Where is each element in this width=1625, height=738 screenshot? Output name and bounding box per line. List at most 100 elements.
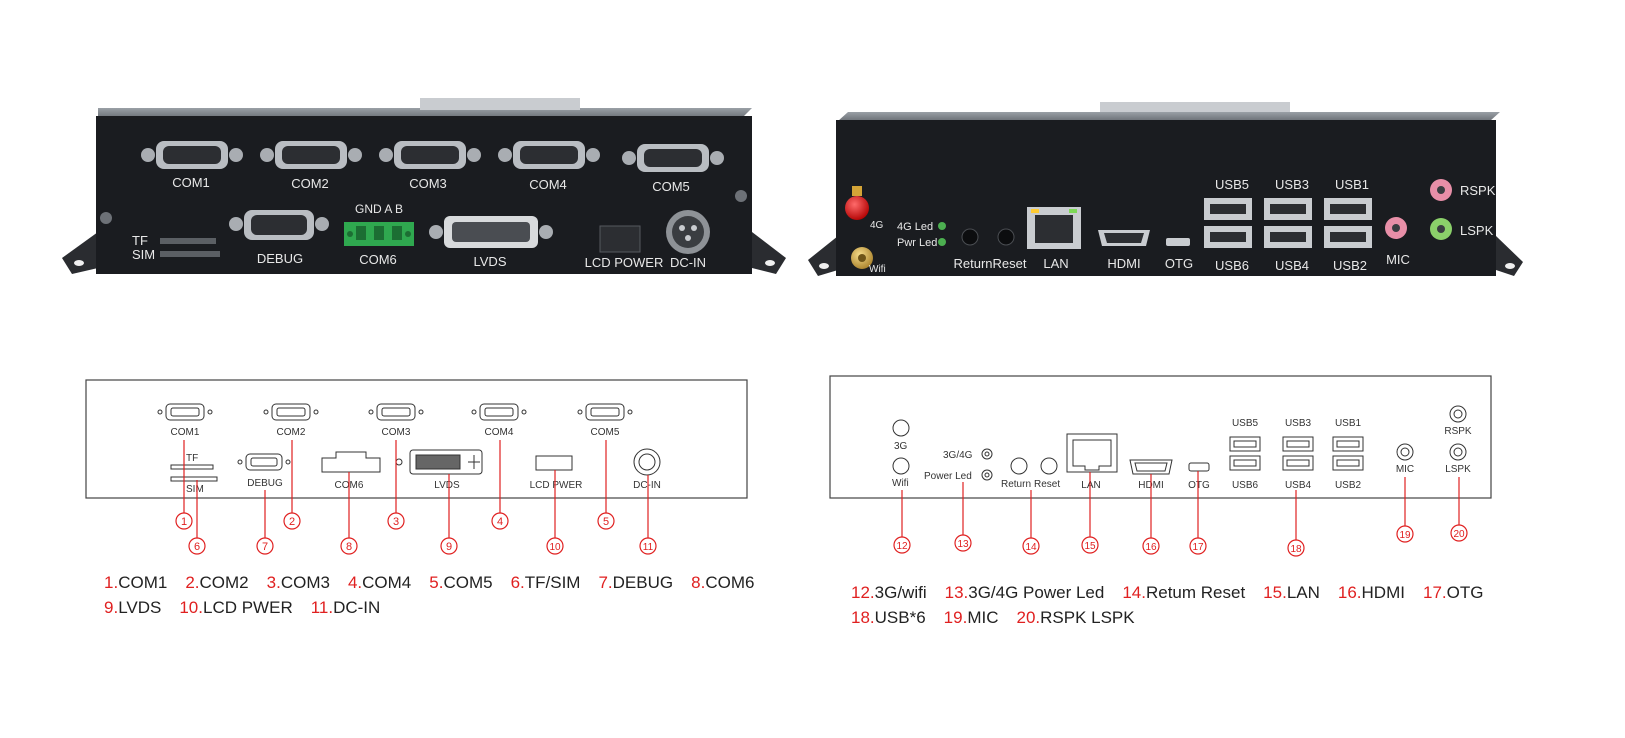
photo-lspk-label: LSPK <box>1460 223 1494 238</box>
legend-item-number: 8. <box>691 573 706 592</box>
dgm-power-led-label: Power Led <box>924 471 972 482</box>
callout-8-circle <box>340 537 358 555</box>
legend-item-number: 7. <box>598 573 613 592</box>
front-bracket-hole-left <box>74 260 84 266</box>
dgm-usb-block <box>1229 436 1364 471</box>
legend-item: 1.COM1 <box>104 573 167 593</box>
photo-4g-led <box>938 222 946 230</box>
photo-usb5-label: USB5 <box>1215 177 1249 192</box>
callout-1-num: 1 <box>181 516 187 528</box>
legend-item-label: 3G/wifi <box>874 583 927 602</box>
legend-item: 20.RSPK LSPK <box>1016 608 1134 628</box>
photo-debug-label: DEBUG <box>257 251 303 266</box>
callout-12-circle <box>893 536 911 554</box>
photo-debug-port <box>229 210 329 240</box>
photo-com2-label: COM2 <box>291 176 329 191</box>
callout-5-num: 5 <box>603 516 609 528</box>
photo-otg-label: OTG <box>1165 256 1193 271</box>
back-callout-numbers: 12 13 14 15 16 17 18 19 20 <box>896 529 1465 555</box>
photo-wifi-antenna <box>851 247 873 269</box>
dgm-tf-label: TF <box>186 453 198 464</box>
legend-item: 4.COM4 <box>348 573 411 593</box>
callout-17-num: 17 <box>1192 542 1204 553</box>
dgm-mic-label: MIC <box>1396 464 1414 475</box>
photo-com4-port <box>498 141 600 169</box>
ground-screw <box>735 190 747 202</box>
legend-item-number: 5. <box>429 573 444 592</box>
callout-20-circle <box>1450 524 1468 542</box>
photo-lan-port <box>1027 207 1081 249</box>
dgm-debug-port <box>237 453 291 471</box>
legend-item-number: 6. <box>510 573 525 592</box>
dgm-return-button <box>1010 457 1028 475</box>
legend-item: 8.COM6 <box>691 573 754 593</box>
photo-otg-port <box>1166 238 1190 246</box>
callout-7-num: 7 <box>262 541 268 553</box>
legend-item-label: COM6 <box>705 573 755 592</box>
photo-tf-slot <box>160 238 216 244</box>
dgm-3g-antenna <box>892 419 910 437</box>
photo-rspk-label: RSPK <box>1460 183 1496 198</box>
photo-com1-port <box>141 141 243 169</box>
photo-lcd-power-port <box>599 225 641 253</box>
legend-item: 3.COM3 <box>267 573 330 593</box>
dgm-lvds-label: LVDS <box>434 480 460 491</box>
legend-item-label: Retum Reset <box>1145 583 1246 602</box>
photo-usb-block <box>1204 198 1372 248</box>
legend-item: 10.LCD PWER <box>179 598 292 618</box>
callout-1-circle <box>175 512 193 530</box>
photo-com5-port <box>622 144 724 172</box>
back-bracket-hole-right <box>1505 263 1515 269</box>
callout-10-num: 10 <box>549 542 561 553</box>
front-diagram-outline <box>85 379 748 499</box>
legend-item-number: 20. <box>1016 608 1041 627</box>
photo-com5-label: COM5 <box>652 179 690 194</box>
legend-item-number: 9. <box>104 598 119 617</box>
photo-lspk-jack-hole <box>1437 225 1445 233</box>
callout-11-circle <box>639 537 657 555</box>
callout-14-num: 14 <box>1025 542 1037 553</box>
back-chassis-face <box>836 120 1496 276</box>
back-chassis-top <box>838 112 1500 121</box>
photo-hdmi-port <box>1098 230 1150 246</box>
photo-lan-label: LAN <box>1043 256 1068 271</box>
legend-item-number: 18. <box>851 608 875 627</box>
dgm-lspk-label: LSPK <box>1445 464 1471 475</box>
dgm-power-led <box>981 469 993 481</box>
legend-item-label: COM2 <box>199 573 249 592</box>
front-panel-photo: COM1 COM2 COM3 COM4 COM5 TF SIM DEBUG GN… <box>62 98 786 274</box>
dgm-mic-jack <box>1396 443 1414 461</box>
legend-item: 17.OTG <box>1423 583 1483 603</box>
photo-4g-label: 4G <box>870 220 884 231</box>
legend-item: 5.COM5 <box>429 573 492 593</box>
dgm-com2-label: COM2 <box>277 427 306 438</box>
photo-dc-in-port <box>666 210 710 254</box>
legend-item-number: 4. <box>347 573 363 592</box>
dgm-lspk-jack <box>1449 443 1467 461</box>
legend-item-number: 1. <box>104 573 119 592</box>
callout-12-num: 12 <box>896 541 908 552</box>
dgm-usb4-label: USB4 <box>1285 480 1312 491</box>
photo-usb4-label: USB4 <box>1275 258 1309 273</box>
back-panel-photo: 4G Wifi 4G Led Pwr Led ReturnReset LAN H… <box>808 102 1523 276</box>
dgm-debug-label: DEBUG <box>247 478 283 489</box>
legend-item: 18.USB*6 <box>851 608 926 628</box>
legend-item-label: COM1 <box>118 573 168 592</box>
dgm-lan-label: LAN <box>1081 480 1100 491</box>
legend-item: 19.MIC <box>944 608 999 628</box>
photo-lvds-label: LVDS <box>474 254 507 269</box>
photo-sim-label: SIM <box>132 247 155 262</box>
photo-com6-terminal <box>344 222 414 246</box>
dgm-wifi-antenna <box>892 457 910 475</box>
legend-item-number: 13. <box>944 583 969 602</box>
dgm-com5-label: COM5 <box>591 427 620 438</box>
front-bracket-hole-right <box>765 260 775 266</box>
legend-item-label: RSPK LSPK <box>1040 608 1135 627</box>
callout-8-num: 8 <box>346 541 352 553</box>
legend-item: 7.DEBUG <box>598 573 673 593</box>
front-panel-diagram <box>85 379 748 499</box>
dgm-3g4g-label: 3G/4G <box>943 450 973 461</box>
dgm-dc-in-port <box>633 448 661 476</box>
